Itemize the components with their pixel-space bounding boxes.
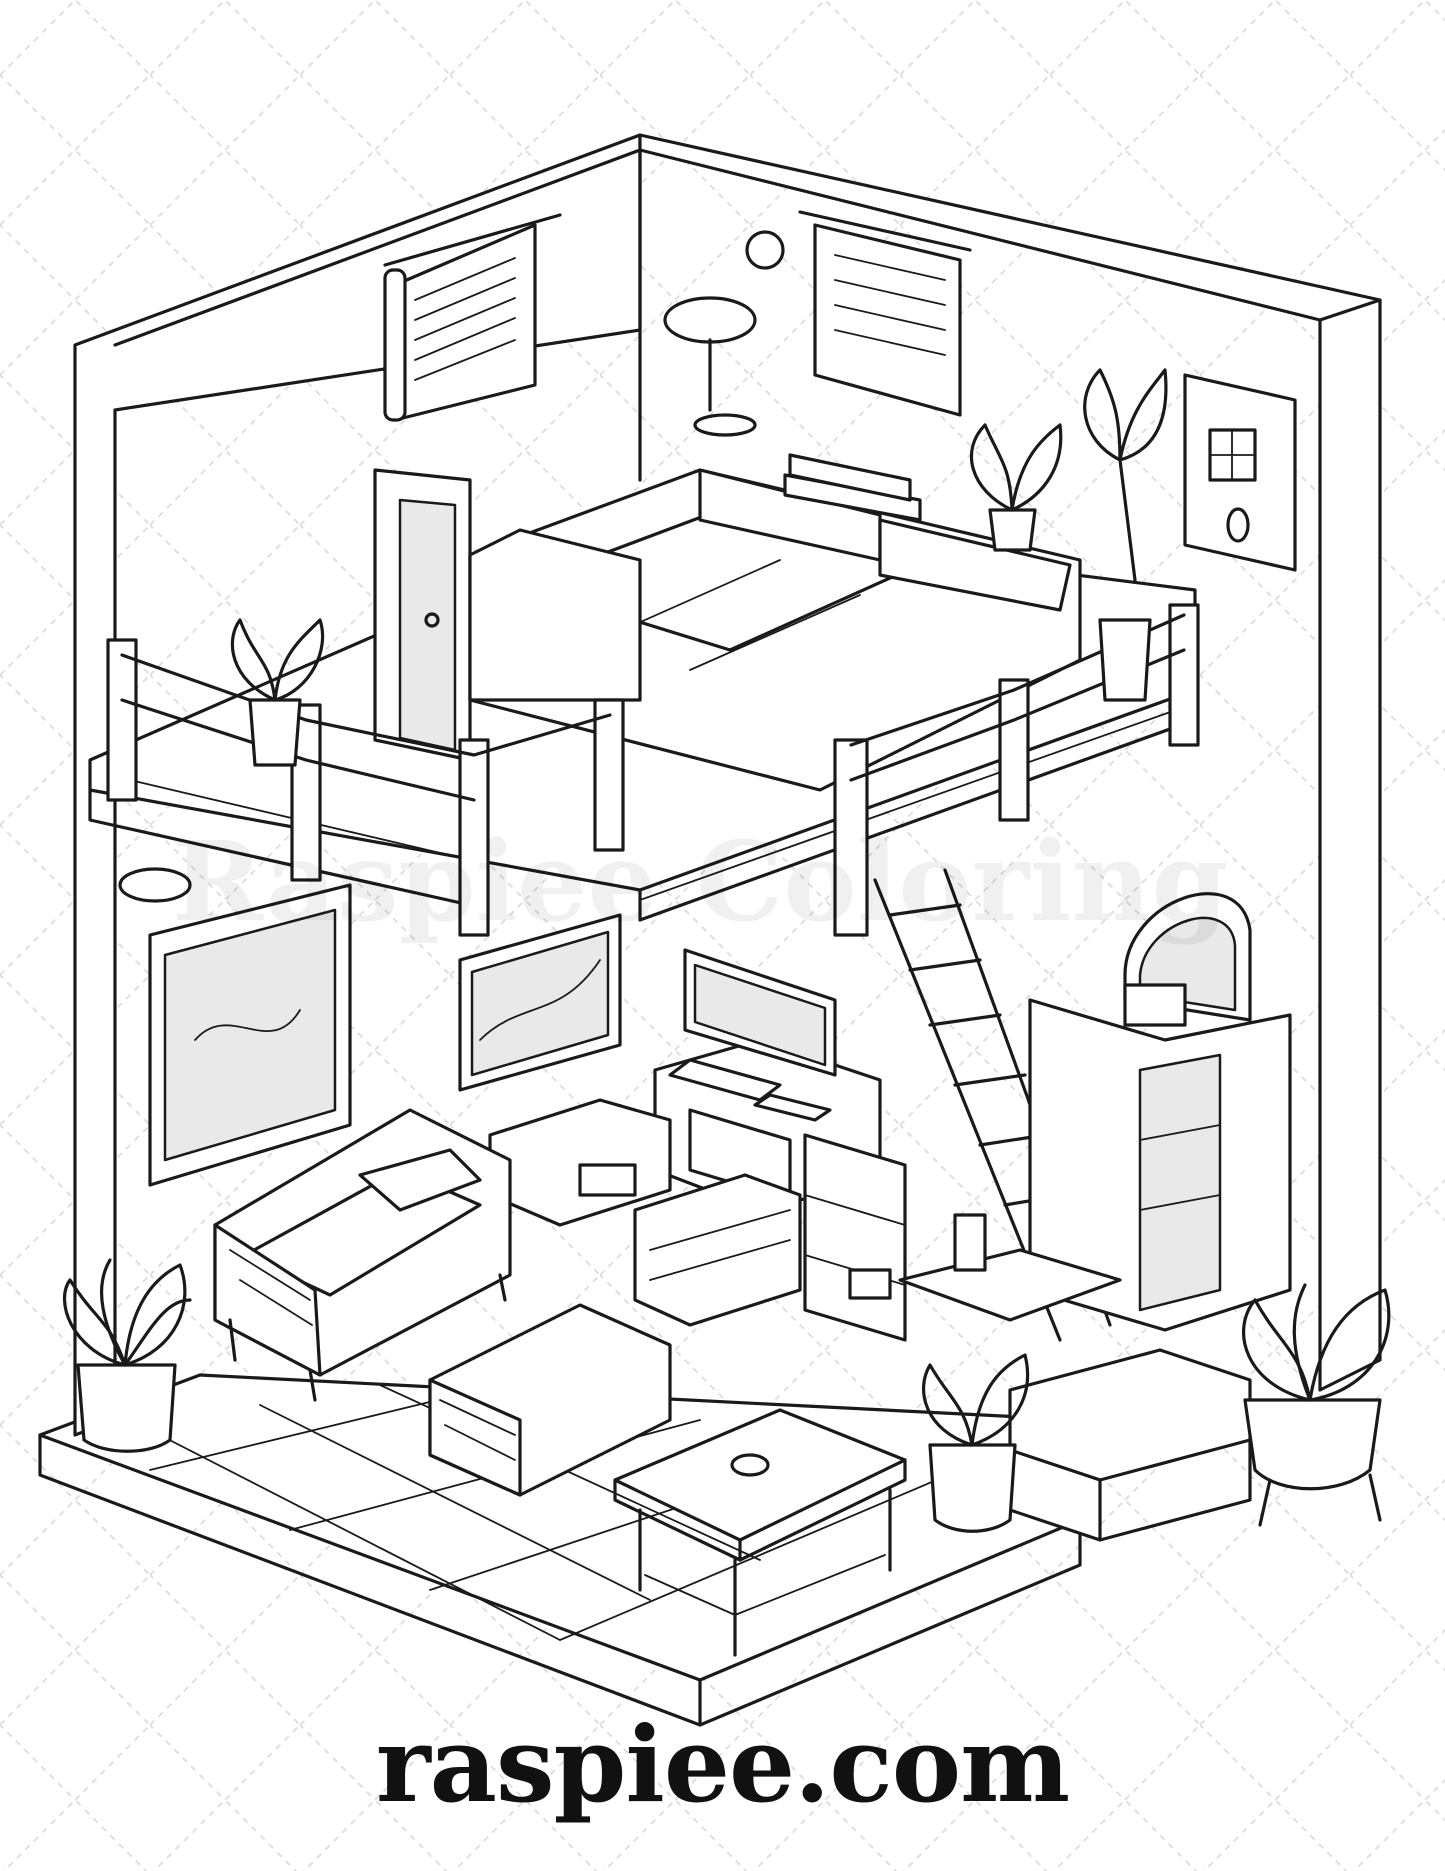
left-window bbox=[383, 213, 562, 422]
plant-bottom-right bbox=[1241, 1283, 1391, 1527]
loft-plant-left bbox=[230, 618, 325, 767]
wall-mirror bbox=[148, 883, 352, 1187]
loft-railing bbox=[106, 603, 1200, 937]
coffee-table bbox=[613, 1408, 907, 1657]
plant-bottom-left bbox=[62, 1258, 192, 1453]
wall-tv bbox=[458, 913, 622, 1092]
wall-light bbox=[745, 230, 785, 270]
loveseat bbox=[213, 1108, 512, 1402]
plant-bottom-center bbox=[921, 1353, 1030, 1533]
floor-lamp bbox=[663, 296, 757, 437]
side-table-cup bbox=[898, 1213, 1122, 1322]
floor-steps bbox=[1008, 1348, 1252, 1542]
tv-stand bbox=[488, 1098, 672, 1227]
site-caption: raspiee.com bbox=[375, 1703, 1070, 1826]
wall-bowl bbox=[118, 867, 192, 903]
shelf-unit bbox=[803, 1133, 907, 1342]
loft-plant-right bbox=[969, 368, 1168, 702]
loft-doorway bbox=[373, 468, 472, 762]
book-stack bbox=[783, 453, 922, 522]
wall-frame bbox=[1183, 373, 1297, 572]
media-cabinet bbox=[633, 1173, 802, 1327]
display-cabinet bbox=[1028, 892, 1292, 1332]
right-wall bbox=[638, 133, 1382, 1392]
right-window bbox=[798, 210, 972, 417]
loft-sofa bbox=[468, 468, 1082, 792]
ottoman bbox=[428, 1303, 672, 1497]
watermark: Raspiee Coloring bbox=[172, 817, 1229, 946]
